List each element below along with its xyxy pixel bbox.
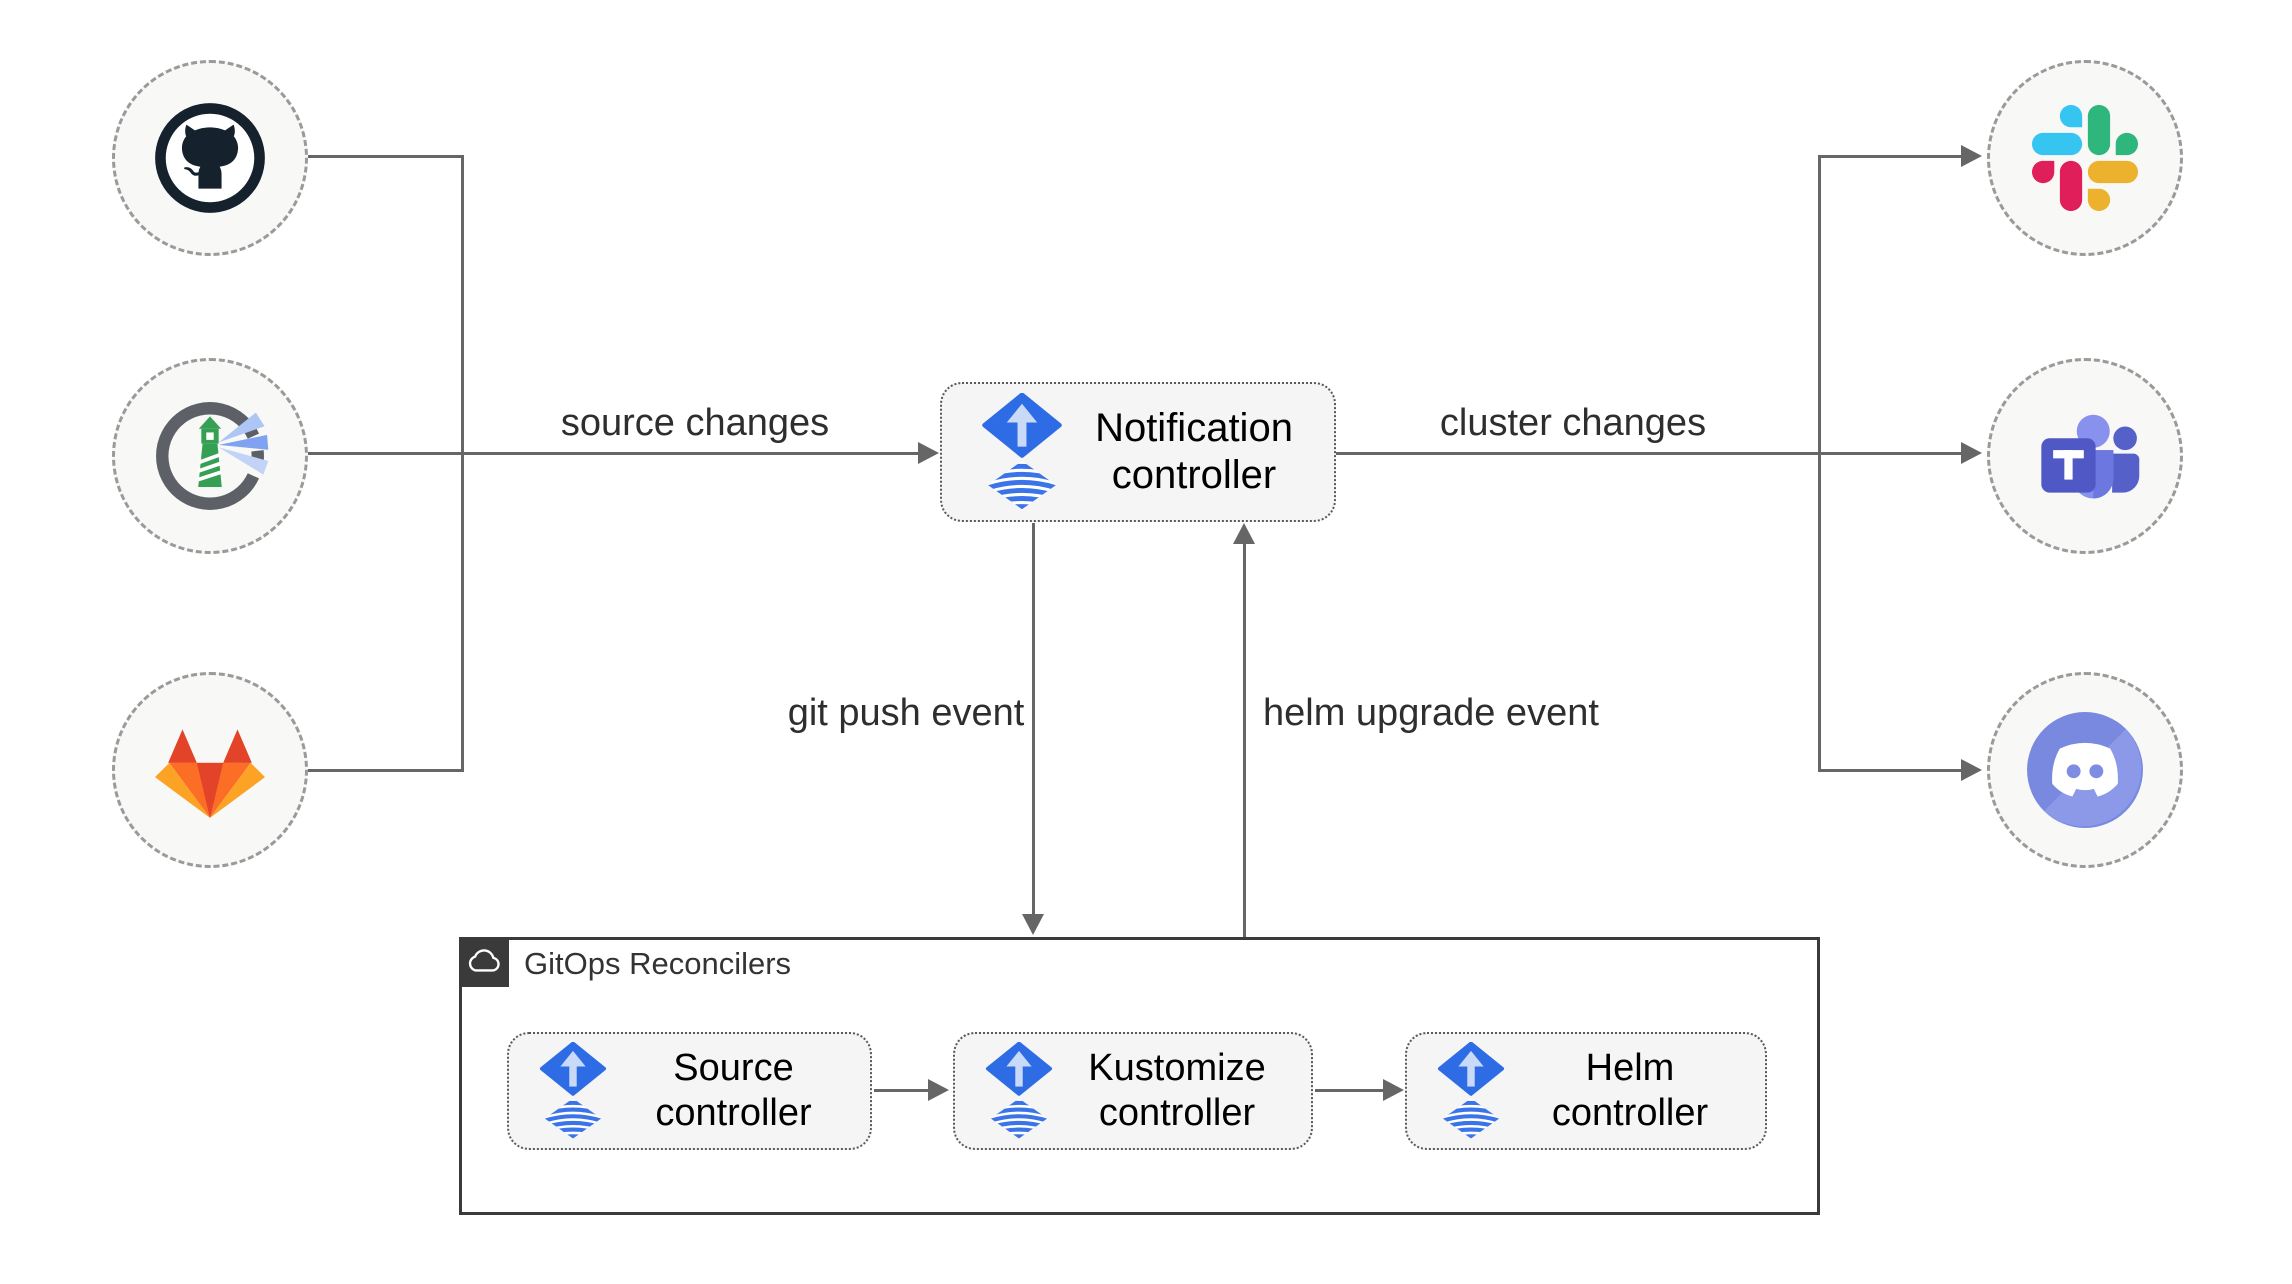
teams-icon (2026, 397, 2144, 515)
harbor-icon (148, 394, 272, 518)
cloud-icon (466, 947, 502, 977)
edge-trunk-to-discord (1818, 769, 1963, 772)
source-controller-label: Source controller (655, 1047, 812, 1134)
node-kustomize-controller[interactable]: Kustomize controller (953, 1032, 1313, 1150)
edge-label-git-push-event: git push event (756, 692, 1056, 735)
node-notification-controller[interactable]: Notification controller (940, 382, 1336, 522)
node-teams[interactable] (1987, 358, 2183, 554)
edge-label-cluster-changes: cluster changes (1373, 402, 1773, 445)
node-github[interactable] (112, 60, 308, 256)
edge-kustomize-to-helm (1315, 1089, 1385, 1092)
node-discord[interactable] (1987, 672, 2183, 868)
edge-git-push-line (1032, 523, 1035, 915)
arrowhead-into-reconcilers (1022, 914, 1044, 935)
node-gitlab[interactable] (112, 672, 308, 868)
discord-icon (2022, 707, 2148, 833)
arrowhead-into-notification (918, 442, 939, 464)
arrowhead-into-slack (1961, 145, 1982, 167)
edge-left-trunk (461, 155, 464, 772)
edge-source-to-kustomize (874, 1089, 930, 1092)
node-harbor[interactable] (112, 358, 308, 554)
node-slack[interactable] (1987, 60, 2183, 256)
notification-controller-label: Notification controller (1095, 405, 1293, 497)
github-icon (151, 99, 269, 217)
node-source-controller[interactable]: Source controller (507, 1032, 872, 1150)
edge-gitlab-to-trunk (308, 769, 463, 772)
edge-github-to-trunk (308, 155, 463, 158)
helm-controller-label: Helm controller (1551, 1047, 1709, 1134)
flux-icon (981, 1042, 1057, 1140)
gitlab-icon (150, 715, 270, 825)
node-helm-controller[interactable]: Helm controller (1405, 1032, 1767, 1150)
gitops-reconcilers-title: GitOps Reconcilers (524, 946, 792, 981)
gitops-reconcilers-badge (459, 937, 509, 987)
edge-label-helm-upgrade-event: helm upgrade event (1263, 692, 1599, 735)
arrowhead-into-helm (1383, 1079, 1404, 1101)
kustomize-controller-label: Kustomize controller (1088, 1047, 1266, 1134)
edge-label-source-changes: source changes (495, 402, 895, 445)
edge-right-trunk (1818, 155, 1821, 772)
arrowhead-into-notification-bottom (1233, 523, 1255, 544)
edge-source-changes-line (308, 452, 920, 455)
edge-helm-upgrade-line (1243, 542, 1246, 938)
arrowhead-into-discord (1961, 759, 1982, 781)
edge-cluster-changes-line (1336, 452, 1820, 455)
edge-trunk-to-teams (1820, 452, 1963, 455)
arrowhead-into-teams (1961, 442, 1982, 464)
flux-icon (1433, 1042, 1509, 1140)
flux-icon (535, 1042, 611, 1140)
edge-trunk-to-slack (1818, 155, 1963, 158)
arrowhead-into-kustomize (928, 1079, 949, 1101)
slack-icon (2032, 105, 2138, 211)
flux-icon (976, 393, 1068, 511)
